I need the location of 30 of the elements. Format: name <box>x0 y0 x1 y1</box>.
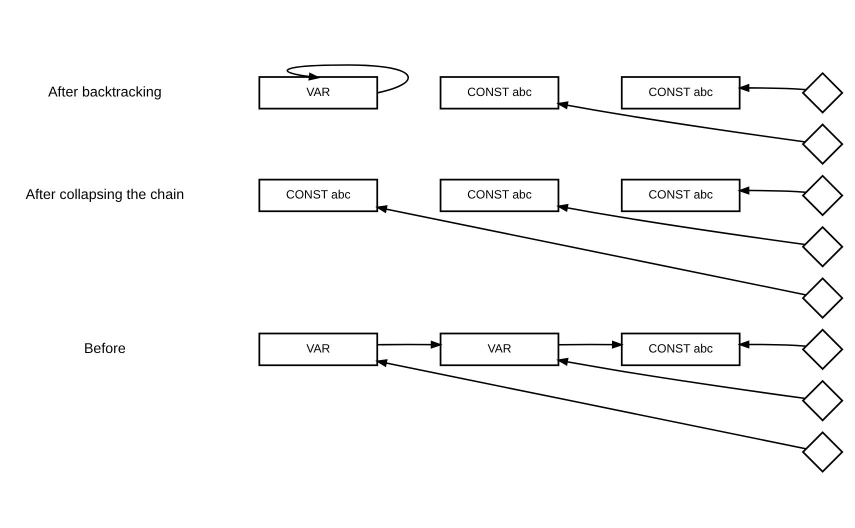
node-diamond <box>801 174 843 216</box>
node-diamond <box>801 379 843 422</box>
arrow <box>558 340 624 348</box>
arrow <box>377 340 442 348</box>
node-diamond <box>801 328 843 370</box>
arrow <box>556 203 805 245</box>
node-box: CONST abc <box>439 76 559 110</box>
node-box: CONST abc <box>620 332 740 366</box>
node-box: VAR <box>439 332 559 366</box>
label: After backtracking <box>48 84 162 100</box>
node-diamond <box>801 276 843 318</box>
node-diamond <box>801 430 843 472</box>
node-box: CONST abc <box>258 178 378 212</box>
label: After collapsing the chain <box>25 186 184 203</box>
node-box: VAR <box>258 332 378 366</box>
label: Before <box>83 340 126 357</box>
arrow <box>737 340 806 348</box>
node-box: CONST abc <box>620 76 740 110</box>
node-box: CONST abc <box>620 178 740 212</box>
node-diamond <box>801 122 843 165</box>
arrow <box>556 100 805 142</box>
arrow <box>556 357 805 399</box>
node-box: CONST abc <box>439 178 559 212</box>
arrow <box>374 358 806 449</box>
node-diamond <box>801 71 843 114</box>
arrow <box>737 186 806 194</box>
arrow <box>374 204 806 296</box>
node-diamond <box>801 225 843 268</box>
arrow <box>737 83 806 92</box>
node-box: VAR <box>258 76 378 110</box>
